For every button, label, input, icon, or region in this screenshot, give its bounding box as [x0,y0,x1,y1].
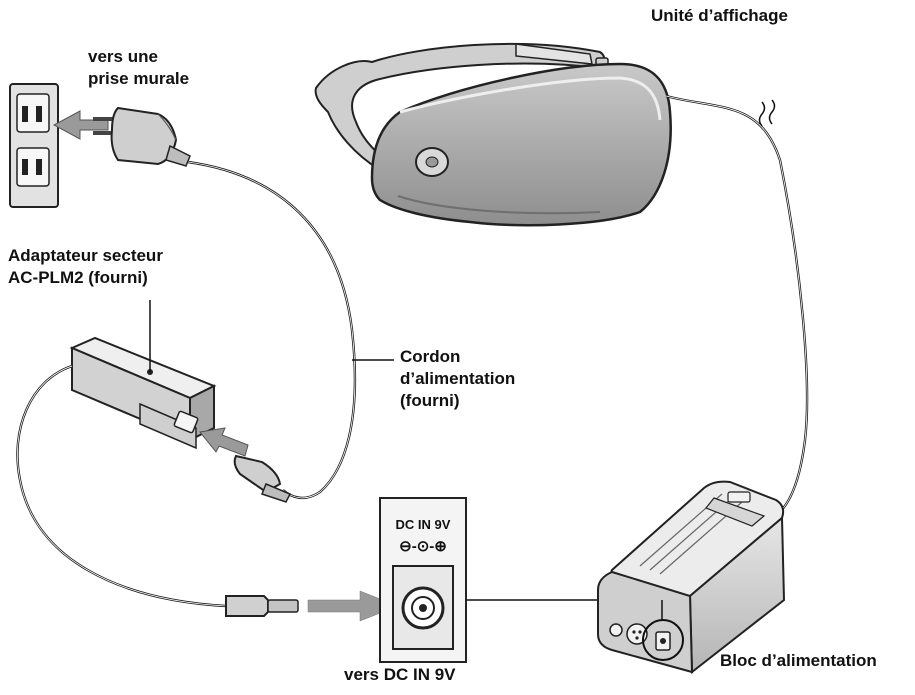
wall-plug-icon [93,106,191,167]
to-dc-in-label: vers DC IN 9V [344,664,456,686]
appliance-plug-icon [233,454,292,503]
cord-label: Cordon d’alimentation (fourni) [400,346,515,412]
arrow-icon [52,110,109,140]
dc-jack-icon: DC IN 9V ⊖-⊙-⊕ [379,497,467,663]
wall-outlet-text-line2: prise murale [88,69,190,88]
power-pack-icon [597,480,786,675]
ac-adapter-icon [69,336,217,450]
battery-pack-label: Bloc d’alimentation [720,650,877,672]
display-unit-icon [314,42,672,227]
battery-pack-text: Bloc d’alimentation [720,651,877,670]
dc-plug-icon [225,595,299,617]
display-cord [665,94,809,520]
wall-outlet-label: vers une prise murale [88,46,189,90]
wall-outlet-icon [9,83,59,208]
cord-break-mark [758,99,776,127]
display-unit-text: Unité d’affichage [651,6,788,25]
jack-polarity-text: ⊖-⊙-⊕ [399,538,447,555]
cord-text-line2: d’alimentation [400,369,516,388]
adapter-text-line1: Adaptateur secteur [8,246,163,265]
cord-text-line1: Cordon [400,347,461,366]
to-dc-in-text: vers DC IN 9V [344,665,456,684]
adapter-text-line2: AC-PLM2 (fourni) [8,268,148,287]
arrow-icon [199,427,249,457]
wall-outlet-text-line1: vers une [88,47,158,66]
adapter-label: Adaptateur secteur AC-PLM2 (fourni) [8,245,163,289]
jack-title-text: DC IN 9V [396,517,451,532]
cord-text-line3: (fourni) [400,391,460,410]
display-unit-label: Unité d’affichage [651,5,788,27]
